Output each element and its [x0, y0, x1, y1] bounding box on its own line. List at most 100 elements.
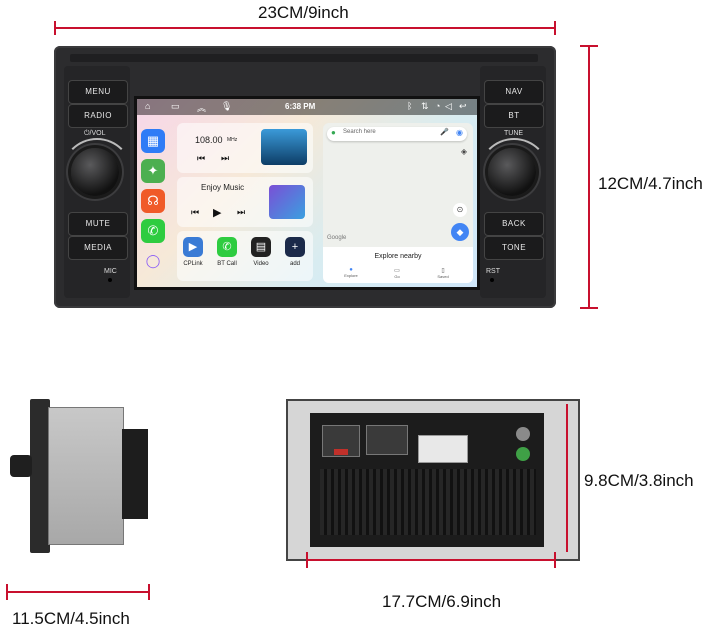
width-dimension-cap-right [554, 21, 556, 35]
depth-dimension-label: 11.5CM/4.5inch [12, 609, 130, 628]
map-search-placeholder: Search here [343, 129, 376, 135]
radio-card[interactable]: 108.00 MHz ⏮ ⏭ [177, 123, 313, 173]
rear-height-dimension-line [566, 404, 568, 552]
height-dimension-line [588, 46, 590, 308]
side-heatsink [122, 429, 148, 519]
map-mic-icon[interactable]: 🎤 [440, 129, 449, 136]
width-dimension-line [54, 27, 556, 29]
expand-icon[interactable]: ︽ [197, 103, 207, 113]
height-dimension-label: 12CM/4.7inch [598, 174, 703, 193]
headphones-icon[interactable]: ☊ [141, 189, 165, 213]
volume-icon: ◁ [445, 101, 452, 111]
height-dimension-cap-top [580, 45, 598, 47]
google-logo: Google [327, 235, 347, 241]
rst-hole [490, 278, 494, 282]
rear-heatsink-fins [320, 469, 536, 535]
home-icon[interactable]: ⌂ [145, 101, 151, 111]
rear-view [286, 399, 580, 561]
rear-green-port [516, 447, 530, 461]
rear-connector-left [322, 425, 360, 457]
rear-height-dimension-label: 9.8CM/3.8inch [584, 471, 694, 490]
rear-chassis [310, 413, 544, 547]
assistant-icon[interactable]: ◯ [145, 253, 161, 268]
music-title: Enjoy Music [201, 183, 245, 192]
mute-button[interactable]: MUTE [68, 212, 128, 236]
vol-label: ⏻/VOL [84, 130, 106, 137]
tune-knob[interactable] [488, 148, 536, 196]
apps-grid-icon[interactable]: ▦ [141, 129, 165, 153]
touch-screen[interactable]: ⌂ ▭ ︽ 🎙 6:38 PM ᛒ ⇅ ◔ ◁ ↩ ▦ ✦ ☊ ✆ ◯ 108.… [134, 96, 480, 290]
vol-knob-arc [61, 138, 133, 210]
menu-button[interactable]: MENU [68, 80, 128, 104]
rear-red-port [334, 449, 348, 455]
rear-width-cap-left [306, 552, 308, 568]
bluetooth-icon: ᛒ [407, 101, 413, 111]
media-button[interactable]: MEDIA [68, 236, 128, 260]
rear-width-cap-right [554, 552, 556, 568]
side-chassis [48, 407, 124, 545]
back-button[interactable]: BACK [484, 212, 544, 236]
explore-title: Explore nearby [374, 253, 422, 260]
back-icon[interactable]: ↩ [459, 101, 467, 111]
radio-frequency: 108.00 [195, 135, 223, 145]
phone-dock-icon[interactable]: ✆ [141, 219, 165, 243]
radio-prev-icon[interactable]: ⏮ [197, 153, 206, 163]
volume-knob[interactable] [71, 148, 119, 196]
signal-icon: ⇅ [421, 101, 429, 111]
music-artwork [269, 185, 305, 219]
bt-button[interactable]: BT [484, 104, 544, 128]
tab-explore[interactable]: ●Explore [344, 267, 358, 278]
tab-go[interactable]: ▭Go [394, 268, 400, 279]
rear-width-dimension-line [306, 559, 556, 561]
height-dimension-cap-bottom [580, 307, 598, 309]
rear-antenna-port [516, 427, 530, 441]
layers-icon[interactable]: ◈ [460, 147, 467, 156]
music-card[interactable]: Enjoy Music ⏮ ▶ ⏭ [177, 177, 313, 227]
maps-pin-icon: ● [331, 128, 336, 137]
clock: 6:38 PM [285, 102, 316, 111]
radio-artwork [261, 129, 307, 165]
radio-next-icon[interactable]: ⏭ [221, 153, 230, 163]
map-account-icon[interactable]: ◉ [456, 128, 463, 137]
music-play-icon[interactable]: ▶ [213, 207, 222, 219]
music-prev-icon[interactable]: ⏮ [191, 207, 200, 217]
rear-connector-main [418, 435, 468, 463]
app-label-btcall: BT Call [217, 261, 237, 267]
recent-apps-icon[interactable]: ▭ [171, 101, 180, 111]
mic-hole [108, 278, 112, 282]
clapper-icon[interactable]: ▤ [251, 237, 271, 257]
maps-icon[interactable]: ✦ [141, 159, 165, 183]
rear-width-dimension-label: 17.7CM/6.9inch [382, 592, 502, 611]
app-tiles: ▶ CPLink ✆ BT Call ▤ Video + add [177, 231, 313, 281]
map-search-input[interactable]: ● Search here 🎤 ◉ [327, 127, 467, 141]
mic-label: MIC [104, 268, 117, 275]
radio-button[interactable]: RADIO [68, 104, 128, 128]
width-dimension-cap-left [54, 21, 56, 35]
tab-saved[interactable]: ▯Saved [437, 268, 449, 279]
tune-label: TUNE [504, 130, 524, 137]
depth-dimension-line [6, 591, 150, 593]
side-knob [10, 455, 32, 477]
plus-icon[interactable]: + [285, 237, 305, 257]
explore-panel[interactable]: Explore nearby ●Explore ▭Go ▯Saved [323, 247, 473, 283]
app-label-add: add [289, 261, 300, 267]
phone-icon[interactable]: ✆ [217, 237, 237, 257]
side-view [10, 397, 154, 553]
carplay-icon[interactable]: ▶ [183, 237, 203, 257]
map-widget[interactable]: ● Search here 🎤 ◉ ◈ ⊙ ◆ Google Explore n… [323, 123, 473, 283]
rst-label: RST [486, 268, 500, 275]
status-bar: ⌂ ▭ ︽ 🎙 6:38 PM ᛒ ⇅ ◔ ◁ ↩ [137, 99, 477, 115]
tone-button[interactable]: TONE [484, 236, 544, 260]
side-faceplate [30, 399, 50, 553]
depth-dimension-cap-left [6, 584, 8, 600]
directions-icon[interactable]: ◆ [451, 223, 469, 241]
nav-button[interactable]: NAV [484, 80, 544, 104]
depth-dimension-cap-right [148, 584, 150, 600]
locate-icon[interactable]: ⊙ [453, 203, 467, 217]
app-label-video: Video [253, 261, 269, 267]
head-unit-top-trim [70, 54, 538, 62]
music-next-icon[interactable]: ⏭ [237, 207, 246, 217]
mic-icon[interactable]: 🎙 [221, 101, 233, 111]
tune-knob-arc [478, 138, 550, 210]
app-label-cplink: CPLink [183, 261, 203, 267]
